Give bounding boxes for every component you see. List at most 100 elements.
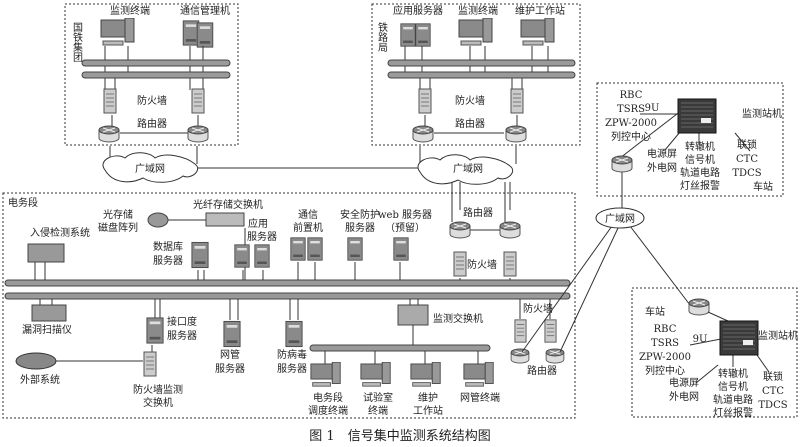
field-label: 轨道电路 — [713, 393, 753, 406]
firewall-icon — [103, 88, 117, 114]
server-icon — [254, 244, 270, 268]
terminal-label: 工作站 — [413, 404, 443, 417]
terminal-label: 试验室 — [363, 391, 393, 404]
firewall-icon — [503, 251, 517, 277]
field-label: 信号机 — [718, 380, 748, 393]
system-label: 列控中心 — [611, 130, 651, 143]
router-icon — [499, 221, 521, 239]
interlock-label: CTC — [736, 154, 758, 165]
power-label: 外电网 — [669, 390, 699, 403]
system-label: TSRS — [651, 338, 679, 349]
server-icon — [196, 22, 214, 48]
signal-depot-zone: 电务段 入侵检测系统 漏洞扫描仪 外部系统 防火墙监测 交换机 接口度 服务器 … — [2, 182, 576, 419]
server-icon — [347, 237, 363, 261]
app-server-label: 应用服务器 — [393, 4, 443, 17]
power-label: 电源屏 — [669, 376, 699, 389]
comm-front-label: 前置机 — [293, 221, 323, 234]
rack-label: 9U — [693, 334, 708, 345]
network-bus — [81, 59, 231, 67]
zone-title: 车站 — [753, 180, 773, 193]
pc-icon — [520, 18, 555, 46]
terminal-network-bus — [309, 344, 491, 352]
server-icon — [307, 237, 323, 261]
server-icon — [146, 317, 164, 344]
server-icon — [400, 23, 416, 47]
app-server-label: 服务器 — [247, 230, 277, 243]
main-network-bus — [4, 292, 571, 300]
wan-cloud: 广域网 — [102, 152, 199, 183]
router-icon — [545, 348, 565, 364]
storage-label: 磁盘阵列 — [98, 221, 138, 234]
wan-cloud: 广域网 — [417, 154, 514, 185]
interlock-label: TDCS — [758, 400, 787, 411]
system-label: ZPW-2000 — [605, 118, 657, 129]
router-label: 路由器 — [455, 117, 485, 130]
field-label: 信号机 — [685, 153, 715, 166]
terminal-label: 网管终端 — [460, 391, 500, 404]
db-server-label: 服务器 — [153, 254, 183, 267]
interlock-label: 联锁 — [737, 138, 757, 151]
system-label: RBC — [654, 324, 677, 335]
pc-icon — [463, 362, 494, 387]
external-system-icon — [15, 352, 57, 370]
terminal-label: 调度终端 — [308, 404, 348, 417]
system-label: ZPW-2000 — [639, 352, 691, 363]
firewall-icon — [191, 88, 205, 114]
figure-caption: 图 1 信号集中监测系统结构图 — [309, 428, 490, 444]
router-icon — [510, 348, 530, 364]
network-bus — [387, 59, 576, 67]
monitor-terminal-label: 监测终端 — [110, 4, 150, 17]
pc-icon — [410, 362, 441, 387]
monitor-station-rack-icon — [677, 98, 717, 134]
station-zone-top: 车站 RBC TSRS ZPW-2000 列控中心 9U 监测站机 电源屏 外电… — [596, 82, 784, 197]
power-label: 电源屏 — [647, 147, 677, 160]
field-label: 轨道电路 — [680, 166, 720, 179]
firewall-label: 防火墙 — [467, 258, 497, 271]
fc-switch-icon — [205, 212, 245, 227]
interface-server-label: 服务器 — [167, 329, 197, 342]
server-icon — [182, 20, 200, 46]
av-server-label: 防病毒 — [277, 348, 307, 361]
server-icon — [223, 320, 241, 348]
pc-icon — [310, 362, 341, 387]
av-server-label: 服务器 — [277, 362, 307, 375]
firewall-label: 防火墙 — [523, 302, 553, 315]
web-server-label: web 服务器 — [378, 208, 432, 221]
monitor-switch-label: 监测交换机 — [433, 312, 483, 325]
db-server-label: 数据库 — [153, 240, 183, 253]
terminal-label: 维护 — [418, 391, 438, 404]
pc-icon — [360, 362, 391, 387]
wan-label: 广域网 — [605, 212, 635, 225]
web-server-label: （预留） — [385, 221, 425, 234]
vuln-scanner-label: 漏洞扫描仪 — [22, 323, 72, 336]
monitor-switch-icon — [397, 304, 429, 326]
firewall-label: 防火墙 — [455, 94, 485, 107]
router-icon — [449, 221, 471, 239]
comm-manager-label: 通信管理机 — [180, 4, 230, 17]
router-icon — [187, 125, 209, 143]
terminal-label: 电务段 — [313, 391, 343, 404]
server-icon — [393, 237, 409, 261]
wan-label: 广域网 — [453, 162, 483, 175]
ids-device-icon — [27, 243, 65, 263]
storage-label: 光存储 — [103, 208, 133, 221]
firewall-icon — [453, 251, 467, 277]
power-label: 外电网 — [647, 161, 677, 174]
field-label: 转辙机 — [685, 140, 715, 153]
server-icon — [290, 237, 306, 261]
zone-title: 电务段 — [8, 196, 38, 209]
firewall-icon — [143, 351, 157, 377]
terminal-label: 终端 — [368, 404, 388, 417]
server-icon — [191, 241, 209, 269]
fc-switch-label: 光纤存储交换机 — [193, 198, 263, 211]
station-pc-label: 监测站机 — [758, 329, 798, 342]
security-server-label: 安全防护 — [340, 208, 380, 221]
app-server-label: 应用 — [248, 217, 268, 230]
fw-switch-label: 交换机 — [143, 396, 173, 409]
field-label: 灯丝报警 — [713, 406, 753, 419]
router-label: 路由器 — [527, 364, 557, 377]
zone-title: 国铁集团 — [71, 22, 83, 63]
pc-icon — [458, 18, 493, 46]
interlock-label: TDCS — [732, 168, 761, 179]
